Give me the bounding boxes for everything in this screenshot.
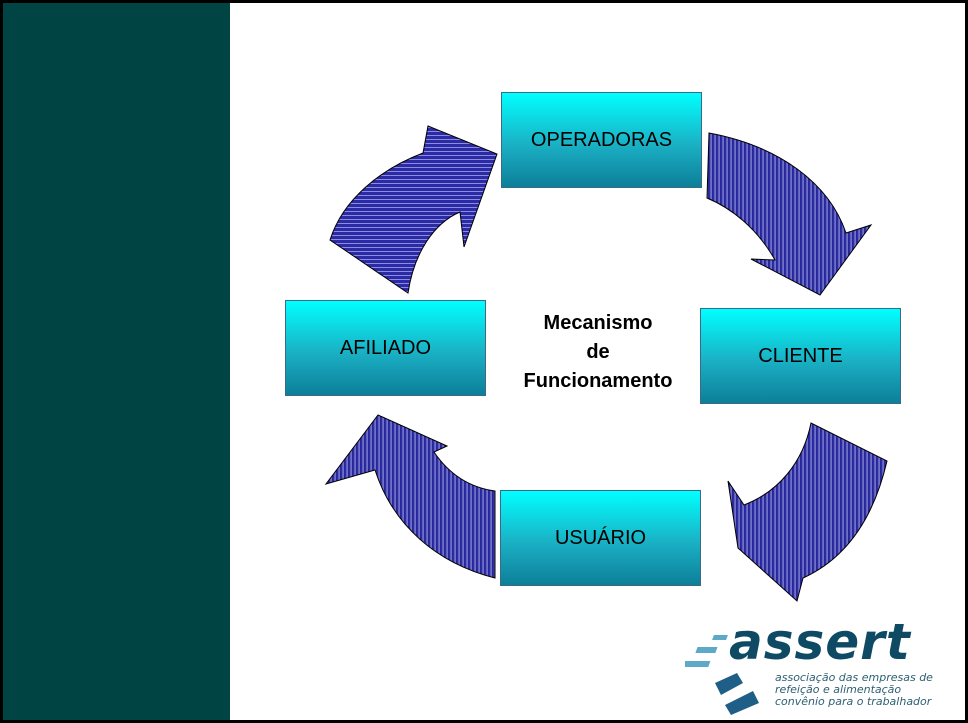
sidebar-band (3, 3, 230, 720)
cycle-arrows (324, 125, 888, 602)
arrow-afiliado-to-operadoras (329, 125, 498, 294)
node-usuario-label: USUÁRIO (554, 526, 647, 549)
node-afiliado-label: AFILIADO (339, 336, 432, 359)
center-title-line-2: de (586, 341, 610, 363)
arrow-operadoras-to-cliente (706, 132, 873, 296)
logo-wordmark: assert (729, 613, 911, 671)
node-usuario: USUÁRIO (500, 490, 701, 586)
node-operadoras-label: OPERADORAS (530, 128, 673, 151)
node-cliente-label: CLIENTE (758, 344, 843, 367)
logo-tagline-line-2: refeição e alimentação (775, 683, 902, 696)
node-afiliado: AFILIADO (285, 300, 486, 396)
arrow-usuario-to-afiliado (324, 414, 496, 579)
arrow-cliente-to-usuario (727, 422, 888, 602)
node-cliente: CLIENTE (700, 308, 901, 404)
center-title-line-3: Funcionamento (523, 370, 673, 392)
node-operadoras: OPERADORAS (501, 92, 702, 188)
logo-mark-icon (685, 635, 759, 715)
logo-tagline: associação das empresas de refeição e al… (775, 672, 933, 708)
logo-tagline-line-3: convênio para o trabalhador (775, 695, 932, 708)
center-title: Mecanismo de Funcionamento (493, 309, 703, 396)
assert-logo: assert associação das empresas de refeiç… (685, 613, 965, 720)
center-title-line-1: Mecanismo (543, 312, 653, 334)
logo-tagline-line-1: associação das empresas de (775, 671, 933, 684)
